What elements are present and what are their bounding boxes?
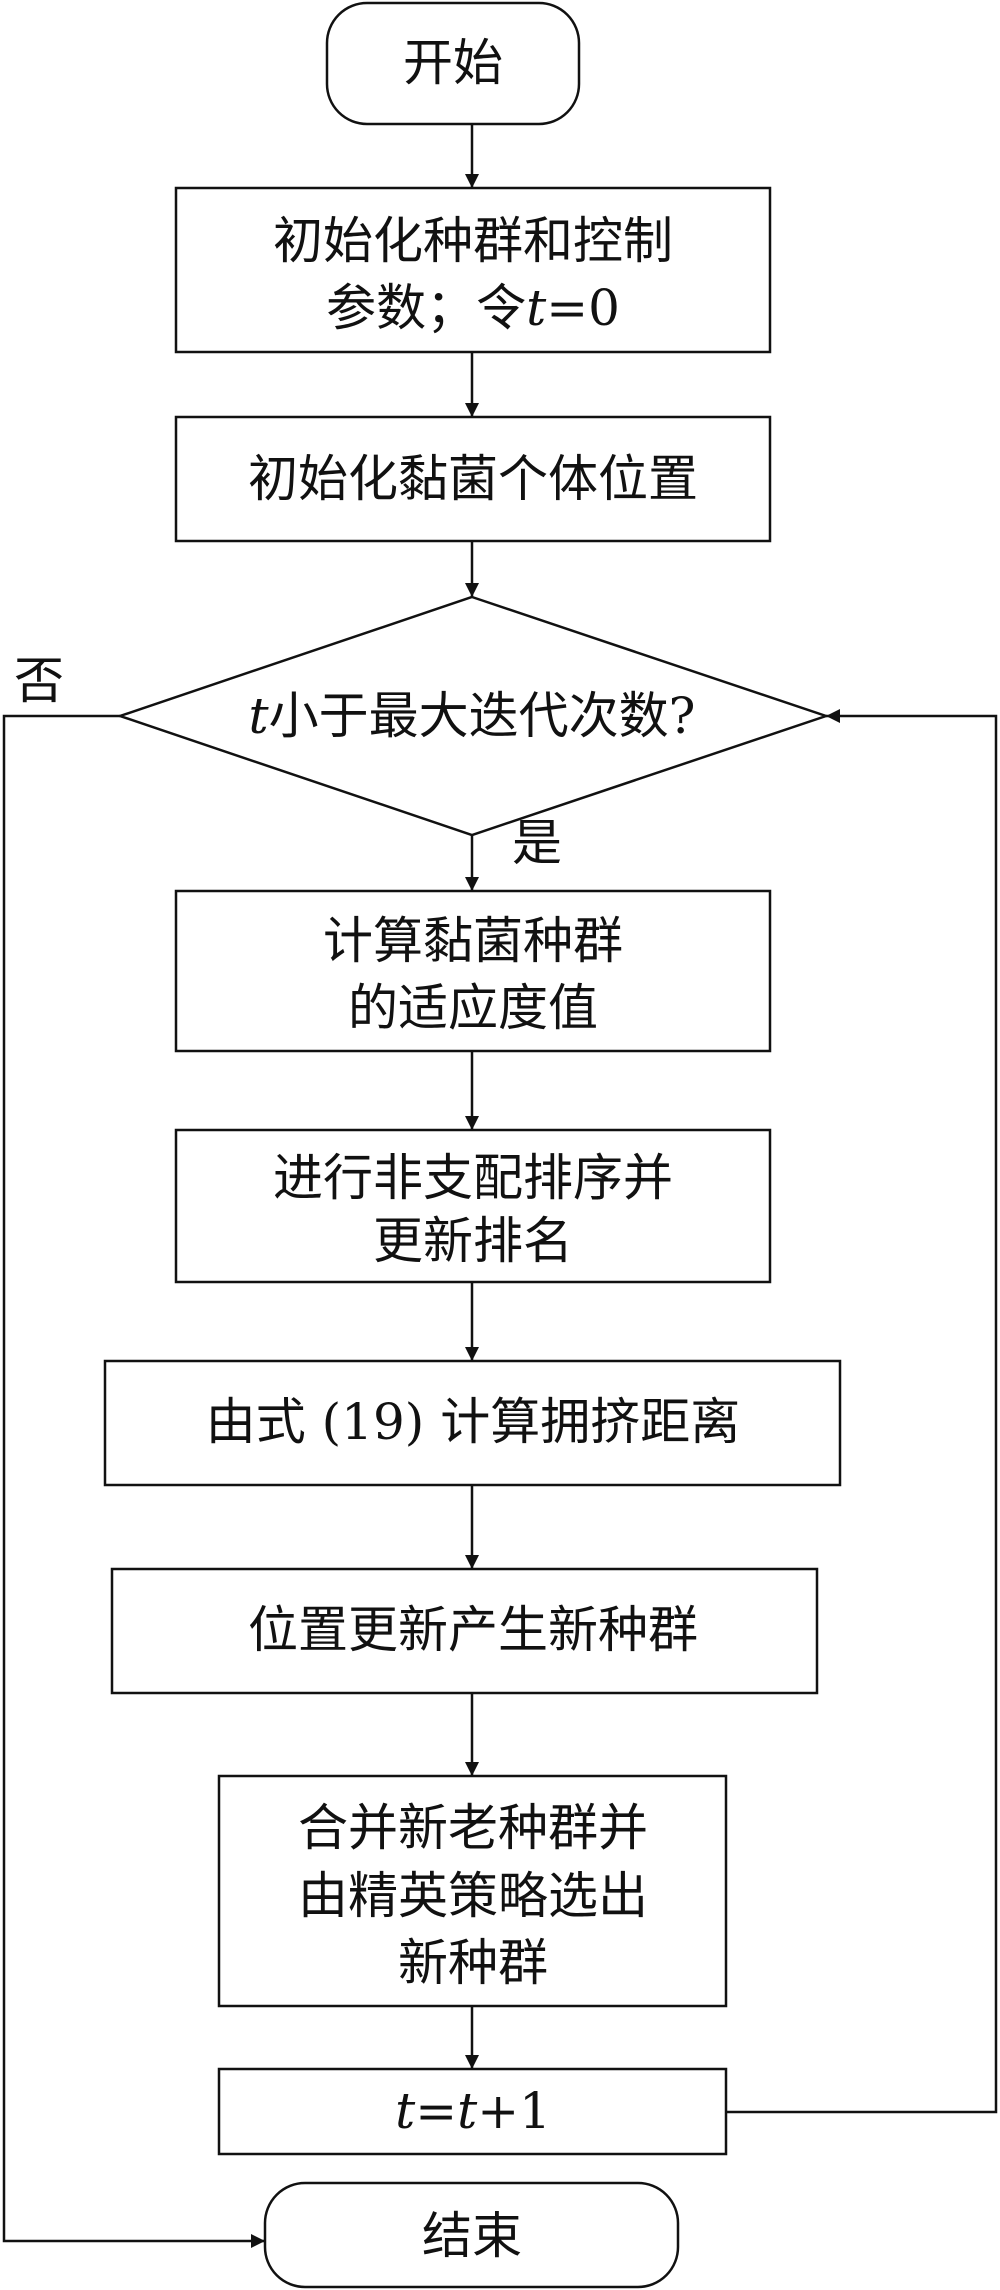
edge-increment-loop-to-decision xyxy=(726,709,998,2114)
merge-select-line1: 合并新老种群并 xyxy=(298,1799,648,1857)
crowding-distance-label: 由式 (19) 计算拥挤距离 xyxy=(206,1393,740,1451)
compute-fitness-line2: 的适应度值 xyxy=(348,979,598,1037)
decision-node: t小于最大迭代次数? xyxy=(116,595,830,837)
end-label: 结束 xyxy=(422,2207,522,2265)
merge-select-node: 合并新老种群并 由精英策略选出 新种群 xyxy=(217,1774,728,2008)
compute-fitness-node: 计算黏菌种群 的适应度值 xyxy=(174,889,772,1053)
start-node: 开始 xyxy=(325,1,581,126)
decision-label: t小于最大迭代次数? xyxy=(249,687,696,745)
nondominated-sort-line2: 更新排名 xyxy=(373,1212,573,1270)
init-params-line2: 参数；令t=0 xyxy=(326,279,620,337)
init-positions-label: 初始化黏菌个体位置 xyxy=(248,450,698,508)
merge-select-line3: 新种群 xyxy=(398,1934,548,1992)
start-label: 开始 xyxy=(403,34,503,92)
update-positions-node: 位置更新产生新种群 xyxy=(110,1567,819,1695)
init-params-line1: 初始化种群和控制 xyxy=(273,212,673,270)
merge-select-line2: 由精英策略选出 xyxy=(298,1867,648,1925)
nondominated-sort-node: 进行非支配排序并 更新排名 xyxy=(174,1128,772,1284)
compute-fitness-line1: 计算黏菌种群 xyxy=(323,912,623,970)
nondominated-sort-line1: 进行非支配排序并 xyxy=(273,1149,673,1207)
decision-no-label: 否 xyxy=(14,652,64,710)
init-params-node: 初始化种群和控制 参数；令t=0 xyxy=(174,186,772,354)
edge-decision-no-to-end xyxy=(2,714,265,2248)
crowding-distance-node: 由式 (19) 计算拥挤距离 xyxy=(103,1359,842,1487)
init-positions-node: 初始化黏菌个体位置 xyxy=(174,415,772,543)
decision-yes-label: 是 xyxy=(512,814,562,872)
update-positions-label: 位置更新产生新种群 xyxy=(248,1601,698,1659)
increment-label: t=t+1 xyxy=(395,2082,551,2140)
end-node: 结束 xyxy=(263,2181,680,2289)
increment-node: t=t+1 xyxy=(217,2067,728,2156)
